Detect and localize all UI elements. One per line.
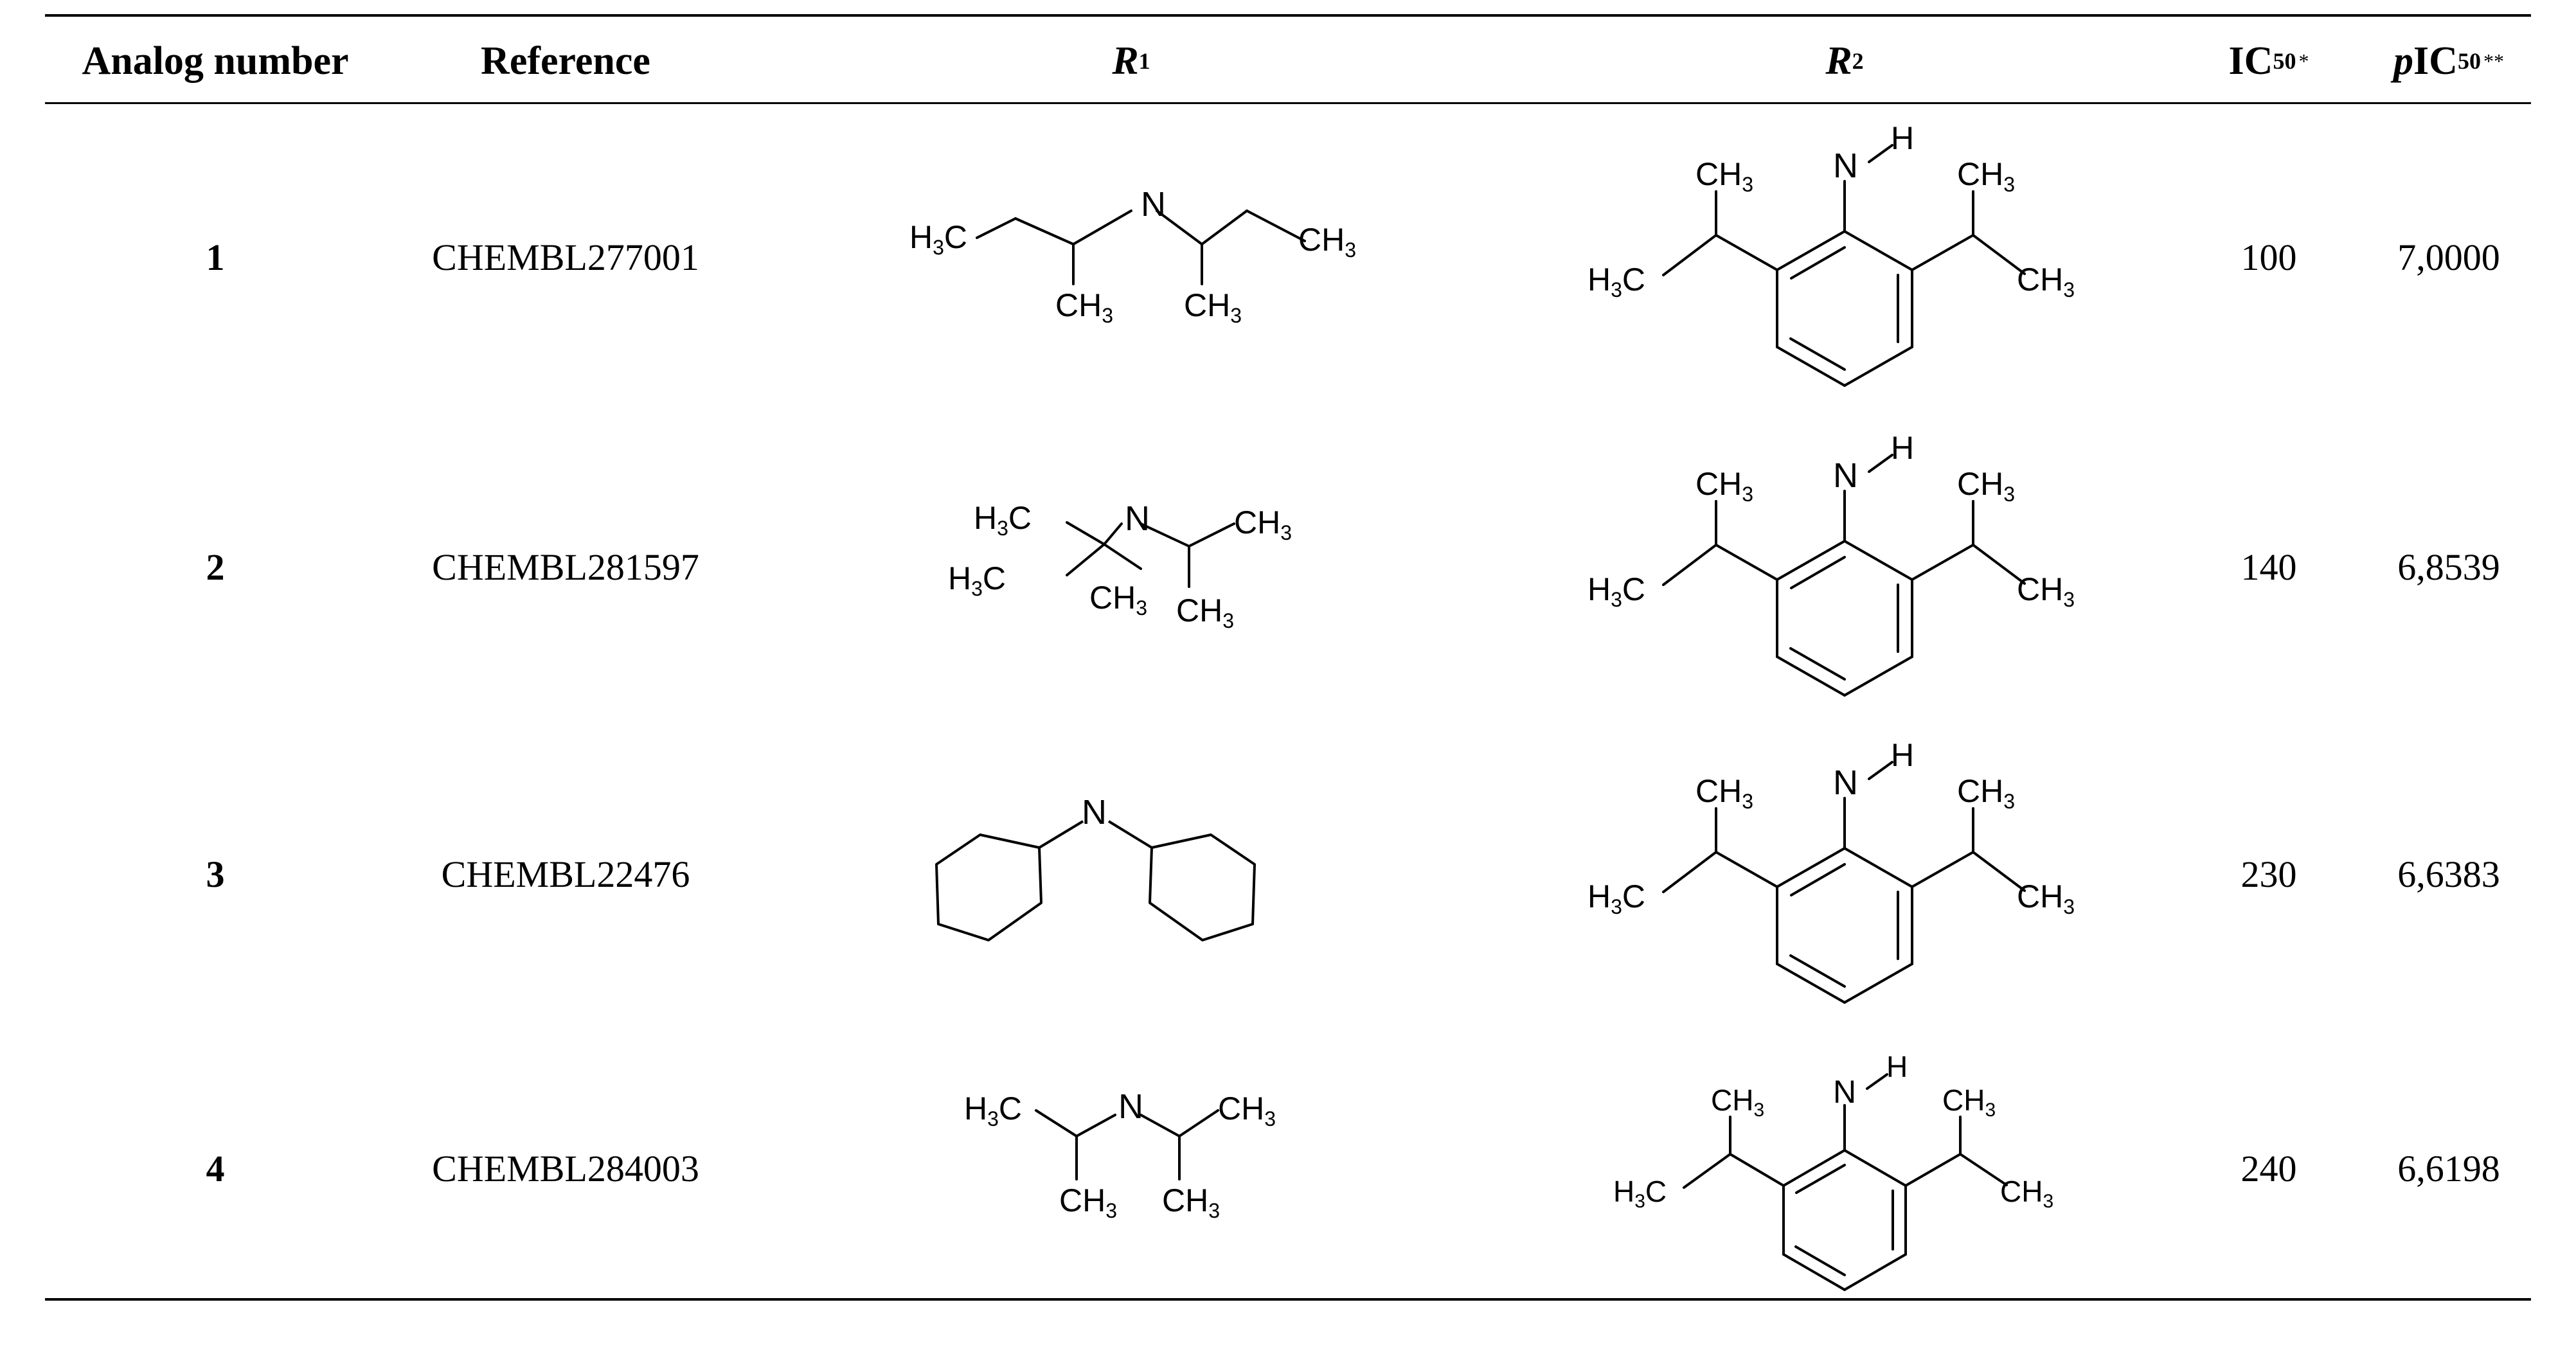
hydrogen-atom-label: H bbox=[1891, 430, 1914, 466]
methyl-label: CH3 bbox=[2017, 878, 2075, 918]
r1-structure-diisopropylamine: N H3C CH3 CH3 CH3 bbox=[964, 1087, 1276, 1222]
table-row: 1 CHEMBL277001 100 7,0000 bbox=[0, 122, 2576, 392]
nitrogen-atom-label: N bbox=[1833, 456, 1858, 495]
ic50-cell: 230 bbox=[2241, 853, 2297, 895]
methyl-label: H3C bbox=[1588, 262, 1645, 301]
methyl-label: CH3 bbox=[1089, 580, 1147, 619]
table-row: 2 CHEMBL281597 140 6,8539 bbox=[0, 432, 2576, 702]
header-analog-number: Analog number bbox=[82, 39, 349, 83]
nitrogen-atom-label: N bbox=[1833, 147, 1858, 185]
pic50-cell: 6,6383 bbox=[2397, 853, 2500, 895]
methyl-label: H3C bbox=[974, 500, 1032, 540]
analog-number-cell: 1 bbox=[206, 236, 225, 278]
header-reference: Reference bbox=[481, 39, 650, 83]
table-row: 4 CHEMBL284003 240 6,6198 bbox=[0, 1033, 2576, 1303]
table-top-rule bbox=[45, 14, 2531, 17]
ic50-cell: 100 bbox=[2241, 236, 2297, 278]
methyl-label: H3C bbox=[909, 219, 967, 259]
methyl-label: CH3 bbox=[1218, 1091, 1276, 1130]
methyl-label: CH3 bbox=[1942, 1083, 1996, 1121]
analog-number-cell: 3 bbox=[206, 853, 225, 895]
hydrogen-atom-label: H bbox=[1886, 1050, 1908, 1083]
r1-structure-tert-butyl-isopropylamine: N H3C H3C CH3 CH3 CH3 bbox=[948, 499, 1292, 632]
ic50-cell: 240 bbox=[2241, 1147, 2297, 1189]
methyl-label: CH3 bbox=[1957, 156, 2015, 196]
methyl-label: H3C bbox=[1613, 1175, 1667, 1212]
methyl-label: CH3 bbox=[1695, 773, 1753, 813]
methyl-label: H3C bbox=[1588, 571, 1645, 611]
methyl-label: CH3 bbox=[2017, 262, 2075, 301]
methyl-label: CH3 bbox=[1711, 1083, 1764, 1121]
table-header-rule bbox=[45, 102, 2531, 104]
methyl-label: CH3 bbox=[1234, 504, 1292, 544]
r2-structure-diisopropylaniline: N H CH3 CH3 H3C CH3 bbox=[1588, 430, 2075, 697]
table-bottom-rule bbox=[45, 1298, 2531, 1301]
pic50-cell: 6,8539 bbox=[2397, 546, 2500, 588]
nitrogen-atom-label: N bbox=[1833, 763, 1858, 802]
reference-cell: CHEMBL281597 bbox=[432, 546, 699, 588]
hydrogen-atom-label: H bbox=[1891, 737, 1914, 773]
r1-structure-di-sec-butylamine: N H3C CH3 CH3 CH3 bbox=[909, 185, 1356, 327]
methyl-label: H3C bbox=[964, 1091, 1022, 1130]
hydrogen-atom-label: H bbox=[1891, 120, 1914, 156]
methyl-label: CH3 bbox=[1059, 1182, 1117, 1222]
nitrogen-atom-label: N bbox=[1118, 1087, 1143, 1126]
analog-number-cell: 2 bbox=[206, 546, 225, 588]
ic50-cell: 140 bbox=[2241, 546, 2297, 588]
pic50-cell: 7,0000 bbox=[2397, 236, 2500, 278]
r1-structure-dicyclohexylamine: N bbox=[935, 793, 1256, 941]
methyl-label: CH3 bbox=[1298, 222, 1356, 262]
nitrogen-atom-label: N bbox=[1141, 185, 1166, 224]
table-row: 3 CHEMBL22476 230 6,6383 bbox=[0, 739, 2576, 1009]
pic50-cell: 6,6198 bbox=[2397, 1147, 2500, 1189]
analog-number-cell: 4 bbox=[206, 1147, 225, 1189]
nitrogen-atom-label: N bbox=[1833, 1074, 1856, 1110]
r2-structure-diisopropylaniline: N H CH3 CH3 H3C CH3 bbox=[1588, 737, 2075, 1004]
methyl-label: CH3 bbox=[1162, 1182, 1220, 1222]
methyl-label: CH3 bbox=[1695, 466, 1753, 506]
r2-structure-diisopropylaniline: N H CH3 CH3 H3C CH3 bbox=[1588, 120, 2075, 387]
methyl-label: CH3 bbox=[2017, 571, 2075, 611]
methyl-label: H3C bbox=[1588, 878, 1645, 918]
methyl-label: CH3 bbox=[1957, 466, 2015, 506]
methyl-label: CH3 bbox=[1957, 773, 2015, 813]
reference-cell: CHEMBL284003 bbox=[432, 1147, 699, 1189]
nitrogen-atom-label: N bbox=[1082, 793, 1107, 832]
reference-cell: CHEMBL22476 bbox=[441, 853, 690, 895]
methyl-label: CH3 bbox=[1055, 287, 1113, 327]
methyl-label: H3C bbox=[948, 560, 1006, 600]
reference-cell: CHEMBL277001 bbox=[432, 236, 699, 278]
methyl-label: CH3 bbox=[2000, 1175, 2053, 1212]
r2-structure-diisopropylaniline: N H CH3 CH3 H3C CH3 bbox=[1613, 1050, 2053, 1291]
methyl-label: CH3 bbox=[1176, 592, 1234, 632]
nitrogen-atom-label: N bbox=[1125, 499, 1150, 538]
methyl-label: CH3 bbox=[1695, 156, 1753, 196]
methyl-label: CH3 bbox=[1184, 287, 1242, 327]
